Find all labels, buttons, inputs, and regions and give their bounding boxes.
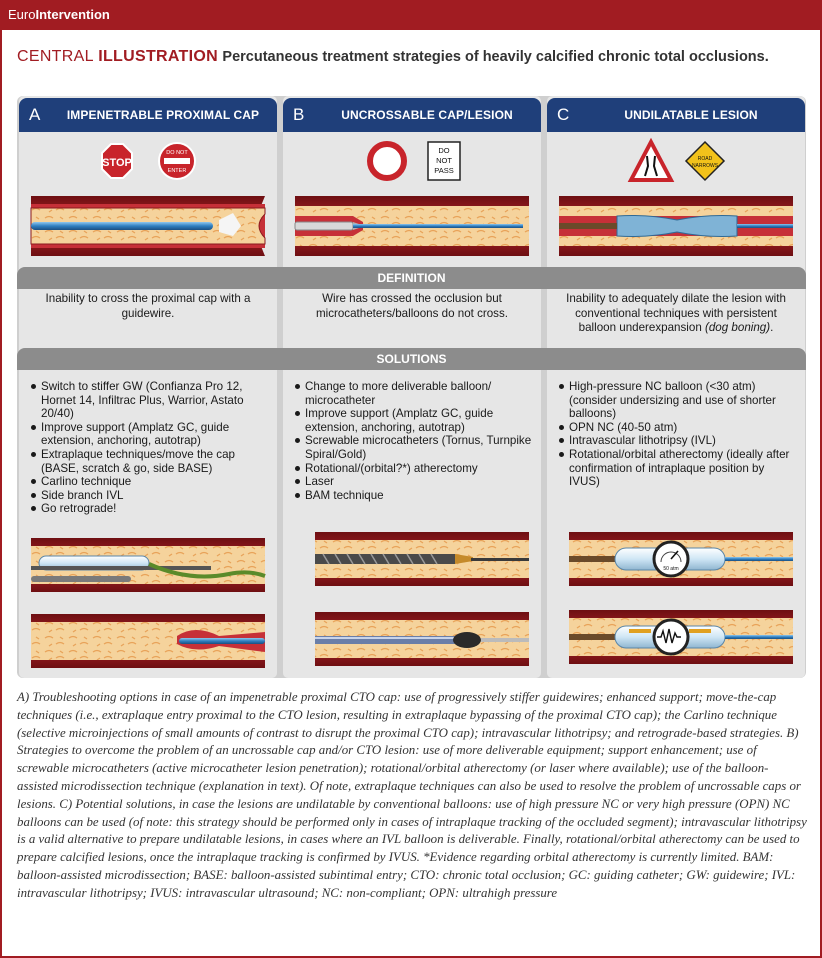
- column-b-letter: B: [293, 105, 305, 124]
- column-b-title: UNCROSSABLE CAP/LESION: [341, 108, 513, 122]
- solution-item: Side branch IVL: [31, 489, 269, 503]
- title-word-illustration: ILLUSTRATION: [98, 48, 218, 65]
- svg-text:STOP: STOP: [102, 157, 132, 169]
- solution-item: Improve support (Amplatz GC, guide exten…: [295, 407, 533, 434]
- column-b-atherectomy-illustration: [315, 612, 529, 666]
- column-c-signs: ROAD NARROWS: [627, 137, 726, 182]
- column-c-high-pressure-balloon-illustration: 50 atm: [569, 532, 793, 586]
- svg-text:ENTER: ENTER: [168, 168, 187, 174]
- do-not-enter-sign-icon: DO NOT ENTER: [158, 142, 196, 180]
- definition-text: Inability to adequately dilate the lesio…: [566, 292, 786, 334]
- svg-text:50 atm: 50 atm: [663, 566, 678, 572]
- column-c-header: C UNDILATABLE LESION: [547, 98, 805, 132]
- column-c-title: UNDILATABLE LESION: [624, 108, 758, 122]
- definition-band: DEFINITION: [17, 267, 806, 289]
- svg-text:ROAD: ROAD: [698, 156, 713, 162]
- column-a-letter: A: [29, 105, 41, 124]
- column-a-extraplaque-illustration: [31, 538, 266, 592]
- solution-item: OPN NC (40-50 atm): [559, 421, 797, 435]
- column-a-title: IMPENETRABLE PROXIMAL CAP: [66, 108, 260, 122]
- column-a-stiff-wire-illustration: [31, 614, 265, 668]
- column-c-definition: Inability to adequately dilate the lesio…: [547, 292, 805, 336]
- title-subtitle: Percutaneous treatment strategies of hea…: [222, 49, 769, 65]
- figure-title: CENTRAL ILLUSTRATION Percutaneous treatm…: [17, 47, 769, 67]
- svg-text:PASS: PASS: [434, 166, 453, 175]
- column-a-header: A IMPENETRABLE PROXIMAL CAP: [19, 98, 277, 132]
- solution-item: Rotational/(orbital?*) atherectomy: [295, 462, 533, 476]
- brand-bold: Intervention: [35, 7, 110, 22]
- column-a-vessel-illustration: [30, 196, 266, 256]
- solution-item: Intravascular lithotripsy (IVL): [559, 434, 797, 448]
- pressure-gauge-icon: 50 atm: [652, 540, 690, 578]
- journal-header: EuroIntervention: [0, 0, 822, 30]
- road-narrows-triangle-sign-icon: [627, 137, 675, 182]
- column-b-definition: Wire has crossed the occlusion but micro…: [315, 292, 509, 320]
- shockwave-icon: [652, 618, 690, 656]
- solution-item: Rotational/orbital atherectomy (ideally …: [559, 448, 797, 489]
- no-entry-ring-sign-icon: [367, 141, 407, 181]
- svg-text:DO NOT: DO NOT: [166, 150, 188, 156]
- column-a-solutions: Switch to stiffer GW (Confianza Pro 12, …: [19, 380, 277, 516]
- column-b: B UNCROSSABLE CAP/LESION DO NOT PASS Wir…: [283, 96, 541, 678]
- solution-item: Change to more deliverable balloon/ micr…: [295, 380, 533, 407]
- svg-text:NARROWS: NARROWS: [692, 163, 719, 169]
- solution-item: Extraplaque techniques/move the cap (BAS…: [31, 448, 269, 475]
- figure-caption: A) Troubleshooting options in case of an…: [17, 690, 807, 900]
- solution-item: Laser: [295, 475, 533, 489]
- panel-area: A IMPENETRABLE PROXIMAL CAP STOP DO NOT …: [17, 96, 806, 678]
- solution-item: BAM technique: [295, 489, 533, 503]
- solution-item: Screwable microcatheters (Tornus, Turnpi…: [295, 434, 533, 461]
- solution-item: Carlino technique: [31, 475, 269, 489]
- column-b-vessel-illustration: [294, 196, 529, 256]
- definition-italic: (dog boning): [705, 321, 771, 334]
- solution-item: Improve support (Amplatz GC, guide exten…: [31, 421, 269, 448]
- column-b-header: B UNCROSSABLE CAP/LESION: [283, 98, 541, 132]
- stop-sign-icon: STOP: [101, 143, 133, 179]
- brand-light: Euro: [8, 7, 36, 22]
- column-a-definition: Inability to cross the proximal cap with…: [45, 292, 251, 320]
- solution-item: Switch to stiffer GW (Confianza Pro 12, …: [31, 380, 269, 421]
- road-narrows-diamond-sign-icon: ROAD NARROWS: [684, 140, 726, 182]
- column-b-solutions: Change to more deliverable balloon/ micr…: [283, 380, 541, 502]
- solution-item: High-pressure NC balloon (<30 atm) (cons…: [559, 380, 797, 421]
- column-a: A IMPENETRABLE PROXIMAL CAP STOP DO NOT …: [19, 96, 277, 678]
- definition-end: .: [770, 321, 774, 334]
- solution-item: Go retrograde!: [31, 502, 269, 516]
- title-word-central: CENTRAL: [17, 48, 94, 65]
- column-c-ivl-balloon-illustration: [569, 610, 793, 664]
- column-c: C UNDILATABLE LESION ROAD NARROWS Inabil…: [547, 96, 805, 678]
- column-c-solutions: High-pressure NC balloon (<30 atm) (cons…: [547, 380, 805, 489]
- column-c-letter: C: [557, 105, 570, 124]
- column-b-signs: DO NOT PASS: [367, 141, 461, 181]
- svg-text:DO: DO: [438, 146, 449, 155]
- column-c-vessel-illustration: [559, 196, 793, 256]
- solutions-band: SOLUTIONS: [17, 348, 806, 370]
- column-b-screw-microcatheter-illustration: [315, 532, 529, 586]
- do-not-pass-sign-icon: DO NOT PASS: [427, 141, 461, 181]
- svg-text:NOT: NOT: [436, 156, 452, 165]
- column-a-signs: STOP DO NOT ENTER: [101, 142, 196, 180]
